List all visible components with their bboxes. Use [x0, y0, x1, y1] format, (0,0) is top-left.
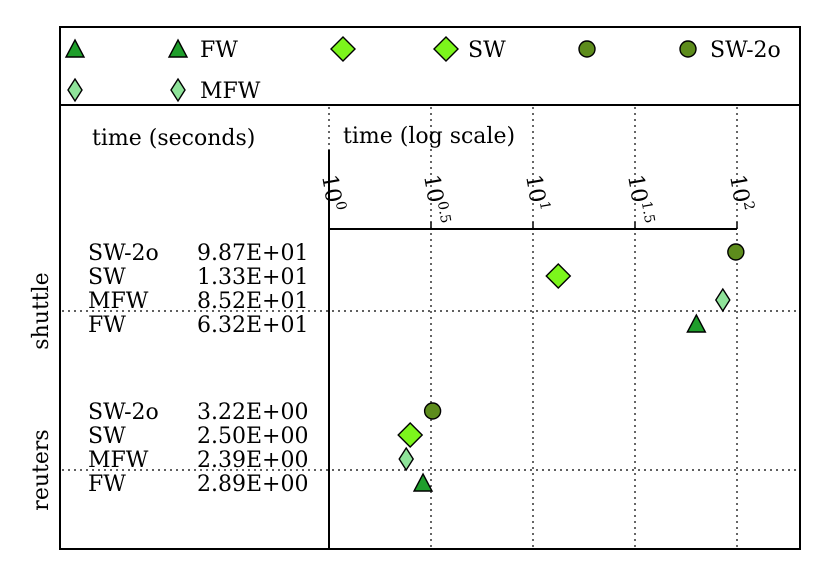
group-label-shuttle: shuttle [29, 272, 54, 349]
legend-marker-mfw-2 [170, 77, 186, 103]
plot-header: time (log scale) [343, 124, 515, 149]
legend-marker-sw [330, 36, 356, 62]
row-time-value: 9.87E+01 [197, 241, 308, 266]
point-shuttle-sw [545, 263, 572, 289]
row-method-label: MFW [88, 289, 149, 314]
row-time-value: 2.89E+00 [197, 472, 308, 497]
group-labels: shuttle reuters [29, 272, 54, 510]
row-time-value: 1.33E+01 [197, 265, 308, 290]
x-tick-base: 10 [316, 173, 345, 205]
legend-marker-fw [64, 38, 86, 58]
row-method-label: SW [88, 424, 126, 449]
group-label-reuters: reuters [29, 429, 54, 510]
row-method-label: SW [88, 265, 126, 290]
data-points [397, 243, 745, 492]
row-time-value: 3.22E+00 [197, 400, 308, 425]
point-reuters-fw [412, 472, 434, 492]
legend-marker-sw-2o [578, 40, 596, 58]
row-time-value: 2.39E+00 [197, 448, 308, 473]
legend-marker-sw-2 [433, 36, 459, 62]
table-header: time (seconds) [92, 126, 255, 151]
x-tick-exponent: 1.5 [638, 200, 658, 225]
row-method-label: SW-2o [88, 400, 159, 425]
x-tick-base: 10 [418, 173, 447, 205]
point-shuttle-mfw [714, 287, 731, 313]
x-tick-exponent: 0.5 [434, 200, 454, 225]
row-method-label: SW-2o [88, 241, 159, 266]
x-tick-label: 100 [316, 172, 349, 213]
row-time-value: 2.50E+00 [197, 424, 308, 449]
legend-marker-fw-2 [167, 38, 189, 58]
row-time-value: 8.52E+01 [197, 289, 308, 314]
x-tick-exponent: 2 [740, 200, 757, 212]
legend-marker-sw-2o-2 [679, 40, 697, 58]
outer-frame [59, 26, 801, 550]
legend-label-fw: FW [200, 38, 238, 63]
x-tick-base: 10 [724, 173, 753, 205]
x-tick-label: 102 [724, 172, 757, 213]
legend-marker-mfw [67, 77, 83, 103]
legend-label-mfw: MFW [200, 79, 261, 104]
x-tick-base: 10 [520, 173, 549, 205]
point-reuters-mfw [398, 446, 415, 472]
point-shuttle-fw [686, 313, 707, 333]
legend-label-sw-2o: SW-2o [710, 38, 781, 63]
legend-label-sw: SW [468, 38, 506, 63]
x-tick-label: 101 [520, 172, 553, 213]
x-tick-exponent: 1 [536, 200, 553, 212]
x-tick-label: 101.5 [622, 172, 657, 226]
row-method-label: FW [88, 313, 126, 338]
x-tick-exponent: 0 [332, 200, 349, 212]
row-method-label: FW [88, 472, 126, 497]
x-tick-base: 10 [622, 173, 651, 205]
point-shuttle-sw-2o [727, 243, 745, 261]
grid-lines [62, 107, 798, 547]
point-reuters-sw-2o [423, 402, 442, 420]
row-time-value: 6.32E+01 [197, 313, 308, 338]
x-tick-label: 100.5 [418, 172, 453, 226]
row-method-label: MFW [88, 448, 149, 473]
point-reuters-sw [397, 422, 424, 448]
